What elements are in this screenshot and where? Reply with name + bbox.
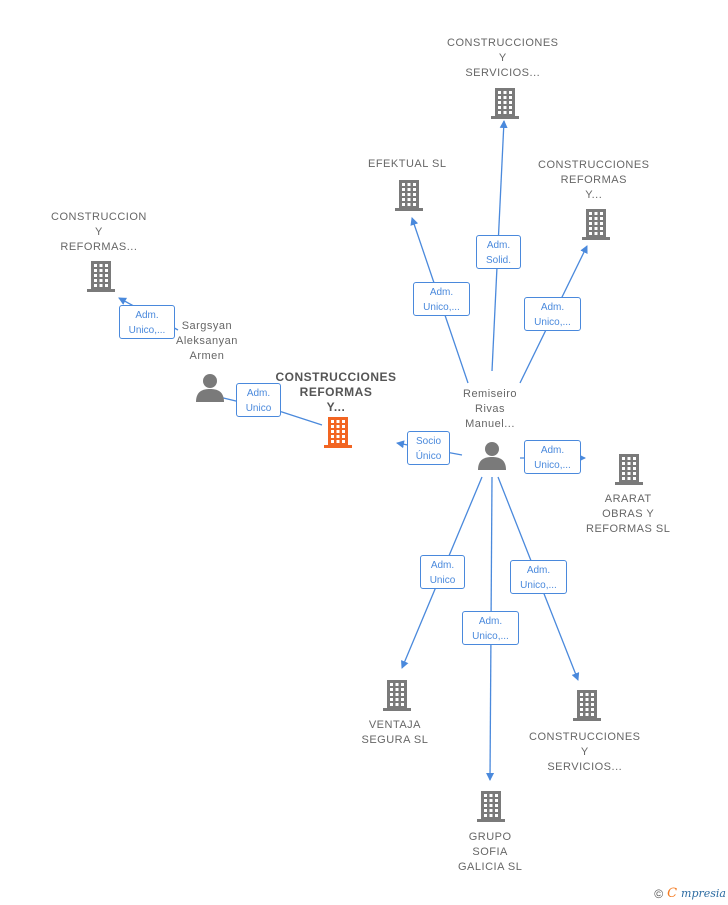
label-line: CONSTRUCCION xyxy=(51,211,147,223)
relation-badge[interactable]: Adm. Unico xyxy=(236,383,281,417)
badge-line: Adm. xyxy=(478,616,503,627)
label-line: REFORMAS SL xyxy=(586,523,671,535)
company-name-label[interactable]: CONSTRUCCIONES Y SERVICIOS... xyxy=(447,36,559,81)
relation-badge[interactable]: Adm. Unico xyxy=(420,555,465,589)
badge-line: Unico,... xyxy=(472,631,509,642)
label-line: REFORMAS... xyxy=(60,241,138,253)
label-line: EFEKTUAL SL xyxy=(368,158,447,170)
label-line: OBRAS Y xyxy=(602,508,655,520)
label-line: Y xyxy=(95,226,103,238)
badge-line: Adm. xyxy=(540,302,565,313)
person-icon[interactable] xyxy=(194,372,226,409)
company-building-icon[interactable] xyxy=(85,259,117,298)
badge-line: Adm. xyxy=(429,287,454,298)
company-building-icon[interactable] xyxy=(571,688,603,727)
label-line: SEGURA SL xyxy=(361,734,429,746)
label-line: CONSTRUCCIONES xyxy=(529,731,641,743)
relation-badge[interactable]: Adm. Unico,... xyxy=(462,611,519,645)
label-line: Rivas xyxy=(475,403,506,415)
relation-badge[interactable]: Adm. Unico,... xyxy=(524,440,581,474)
label-line: CONSTRUCCIONES xyxy=(538,159,650,171)
company-name-label[interactable]: CONSTRUCCION Y REFORMAS... xyxy=(51,210,147,255)
label-line: GALICIA SL xyxy=(458,861,523,873)
label-line: Armen xyxy=(189,350,225,362)
label-line: VENTAJA xyxy=(368,719,422,731)
badge-line: Adm. xyxy=(246,388,271,399)
main-company-building-icon[interactable] xyxy=(322,415,354,454)
person-icon[interactable] xyxy=(476,440,508,477)
label-line: Manuel... xyxy=(465,418,515,430)
label-line: Y... xyxy=(326,400,346,414)
label-line: CONSTRUCCIONES xyxy=(275,370,397,384)
badge-line: Adm. xyxy=(135,310,159,321)
relation-badge[interactable]: Adm. Unico,... xyxy=(510,560,567,594)
badge-line: Adm. xyxy=(430,560,455,571)
badge-line: Socio xyxy=(415,436,441,447)
label-line: Sargsyan xyxy=(181,320,233,332)
company-name-label[interactable]: GRUPO SOFIA GALICIA SL xyxy=(458,830,522,875)
label-line: ARARAT xyxy=(604,493,652,505)
relation-badge[interactable]: Adm. Solid. xyxy=(476,235,521,269)
label-line: SERVICIOS... xyxy=(465,67,541,79)
relation-badge[interactable]: Adm. Unico,... xyxy=(413,282,470,316)
company-building-icon[interactable] xyxy=(580,207,612,246)
relation-badge[interactable]: Adm. Unico,... xyxy=(524,297,581,331)
label-line: Remiseiro xyxy=(463,388,518,400)
label-line: SERVICIOS... xyxy=(547,761,623,773)
badge-line: Unico,... xyxy=(534,460,571,471)
label-line: REFORMAS xyxy=(299,385,373,399)
company-building-icon[interactable] xyxy=(613,452,645,491)
company-name-label[interactable]: EFEKTUAL SL xyxy=(368,157,446,172)
label-line: REFORMAS xyxy=(560,174,627,186)
brand-name: mpresia xyxy=(681,887,726,900)
badge-line: Unico,... xyxy=(534,317,571,328)
badge-line: Adm. xyxy=(540,445,565,456)
company-building-icon[interactable] xyxy=(393,178,425,217)
label-line: Y xyxy=(580,746,589,758)
label-line: SOFIA xyxy=(472,846,508,858)
badge-line: Unico,... xyxy=(520,580,557,591)
label-line: Y xyxy=(498,52,507,64)
badge-line: Unico xyxy=(429,575,456,586)
label-line: Y... xyxy=(585,189,603,201)
company-building-icon[interactable] xyxy=(475,789,507,828)
company-building-icon[interactable] xyxy=(489,86,521,125)
label-line: GRUPO xyxy=(468,831,512,843)
relation-badge[interactable]: Adm. Unico,... xyxy=(119,305,175,339)
badge-line: Unico,... xyxy=(128,325,166,336)
badge-line: Adm. xyxy=(486,240,511,251)
badge-line: Unico xyxy=(245,403,272,414)
badge-line: Unico,... xyxy=(423,302,460,313)
brand-logo-initial: C xyxy=(667,886,678,901)
badge-line: Único xyxy=(415,451,442,462)
label-line: CONSTRUCCIONES xyxy=(447,37,559,49)
label-line: Aleksanyan xyxy=(176,335,238,347)
company-name-label[interactable]: CONSTRUCCIONES REFORMAS Y... xyxy=(538,158,650,203)
badge-line: Solid. xyxy=(485,255,511,266)
badge-line: Adm. xyxy=(526,565,551,576)
copyright-symbol: © xyxy=(654,886,664,901)
company-building-icon[interactable] xyxy=(381,678,413,717)
company-name-label[interactable]: CONSTRUCCIONES Y SERVICIOS... xyxy=(529,730,641,775)
company-name-label[interactable]: ARARAT OBRAS Y REFORMAS SL xyxy=(586,492,670,537)
company-name-label[interactable]: VENTAJA SEGURA SL xyxy=(362,718,429,748)
